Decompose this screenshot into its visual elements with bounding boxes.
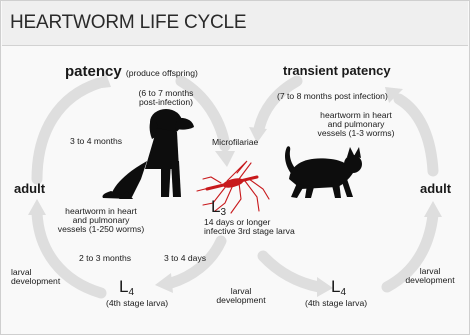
arrowhead-left-l4-to-adult xyxy=(28,199,46,215)
dog-icon xyxy=(102,109,194,199)
larval-development-left: larval development xyxy=(11,268,60,286)
microfilariae-label: Microfilariae xyxy=(212,138,258,147)
l4-right-label: L4 xyxy=(331,278,346,296)
cat-icon xyxy=(285,146,362,198)
larval-dev-right-line2: development xyxy=(396,276,464,285)
arrowhead-right-l4-to-adult xyxy=(424,201,442,217)
two-three-months-label: 2 to 3 months xyxy=(79,254,131,263)
patency-note: (produce offspring) xyxy=(126,68,198,78)
patency-label: patency (produce offspring) xyxy=(65,64,198,80)
patency-word: patency xyxy=(65,63,122,80)
transient-patency-label: transient patency xyxy=(283,64,391,78)
dog-worms-note: heartworm in heart and pulmonary vessels… xyxy=(46,207,156,234)
dog-worms-line3: vessels (1-250 worms) xyxy=(46,225,156,234)
l3-description: 14 days or longer infective 3rd stage la… xyxy=(204,218,295,236)
cat-worms-note: heartworm in heart and pulmonary vessels… xyxy=(301,111,411,138)
mosquito-icon xyxy=(197,161,269,213)
arrow-transient-patency-to-mosquito xyxy=(259,81,297,129)
l3-line2: infective 3rd stage larva xyxy=(204,227,295,236)
larval-development-center: larval development xyxy=(211,287,271,305)
larval-development-right: larval development xyxy=(396,267,464,285)
patency-timing: (6 to 7 months post-infection) xyxy=(111,89,221,107)
three-four-days-label: 3 to 4 days xyxy=(164,254,206,263)
transient-patency-note: (7 to 8 months post infection) xyxy=(277,92,388,101)
patency-timing-line2: post-infection) xyxy=(111,98,221,107)
cat-worms-line3: vessels (1-3 worms) xyxy=(301,129,411,138)
larval-dev-left-line2: development xyxy=(11,277,60,286)
larval-dev-center-line2: development xyxy=(211,296,271,305)
adult-right-label: adult xyxy=(420,182,451,196)
arrow-mosquito-to-right-l4 xyxy=(263,256,319,287)
l4-left-label: L4 xyxy=(119,278,134,296)
l4-left-caption: (4th stage larva) xyxy=(106,299,168,308)
arrowhead-patency-to-mosquito xyxy=(215,151,235,167)
arrow-adult-to-patency xyxy=(37,83,99,179)
arrowhead-mosquito-to-left-l4 xyxy=(155,273,173,293)
l4-right-subscript: 4 xyxy=(340,287,346,298)
dog-months-label: 3 to 4 months xyxy=(70,137,122,146)
l4-left-subscript: 4 xyxy=(128,287,134,298)
adult-left-label: adult xyxy=(14,182,45,196)
l4-right-caption: (4th stage larva) xyxy=(305,299,367,308)
l3-label: L3 xyxy=(211,198,226,216)
